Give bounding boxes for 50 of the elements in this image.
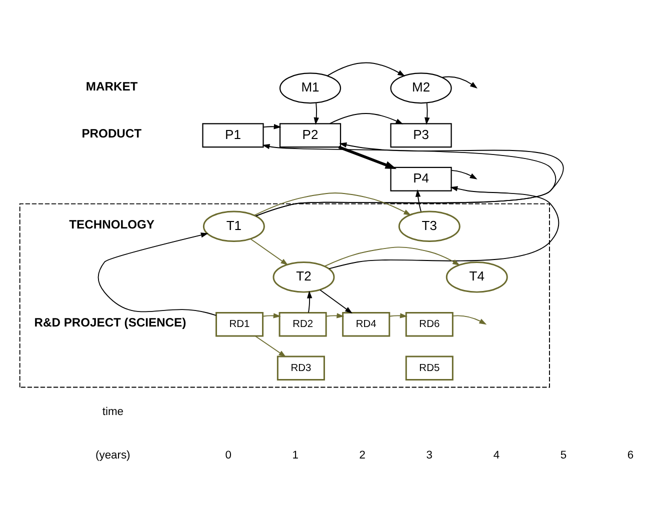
label: 2 [359, 449, 366, 462]
node-box: RD4 [342, 312, 390, 336]
label: MARKET [86, 78, 138, 93]
node-box: RD5 [405, 355, 454, 380]
label: 4 [493, 449, 500, 462]
arrow [320, 289, 352, 314]
label: (years) [96, 449, 130, 462]
arrow [314, 102, 319, 124]
arrow [306, 290, 312, 312]
label: PRODUCT [82, 126, 142, 140]
node-box: RD3 [276, 355, 325, 380]
arrow [263, 124, 282, 129]
node-box: RD1 [216, 312, 264, 336]
arrow [338, 145, 397, 168]
label: TECHNOLOGY [69, 217, 155, 232]
arrow [98, 232, 217, 316]
arrow [262, 312, 281, 318]
cluster [19, 202, 550, 388]
node-box: P2 [279, 122, 342, 148]
node-ellipse: M2 [390, 72, 452, 104]
arrow [329, 112, 404, 124]
node-box: P1 [202, 122, 264, 148]
node-box: P4 [390, 166, 452, 191]
label: 6 [627, 449, 634, 462]
label: R&D PROJECT (SCIENCE) [34, 315, 186, 330]
label: 1 [292, 449, 298, 462]
node-ellipse: T4 [446, 260, 508, 292]
label: 0 [225, 449, 232, 462]
arrow [326, 312, 344, 318]
label: 5 [560, 449, 567, 462]
arrow [254, 335, 286, 357]
node-ellipse: T2 [272, 260, 335, 292]
arrow [254, 192, 412, 216]
arrow [424, 102, 430, 124]
arrow [415, 188, 422, 212]
node-ellipse: T1 [202, 210, 265, 242]
arrow [328, 186, 560, 269]
arrow [389, 312, 408, 318]
arrow [250, 238, 288, 265]
arrow [327, 62, 406, 76]
node-box: P3 [390, 122, 452, 148]
arrow [451, 170, 478, 179]
node-ellipse: M1 [279, 72, 342, 104]
node-box: RD2 [278, 312, 327, 336]
arrow [442, 76, 478, 88]
node-box: RD6 [405, 312, 454, 336]
label: time [102, 405, 124, 418]
arrow [324, 246, 460, 266]
label: 3 [426, 449, 433, 462]
arrow [452, 314, 487, 324]
